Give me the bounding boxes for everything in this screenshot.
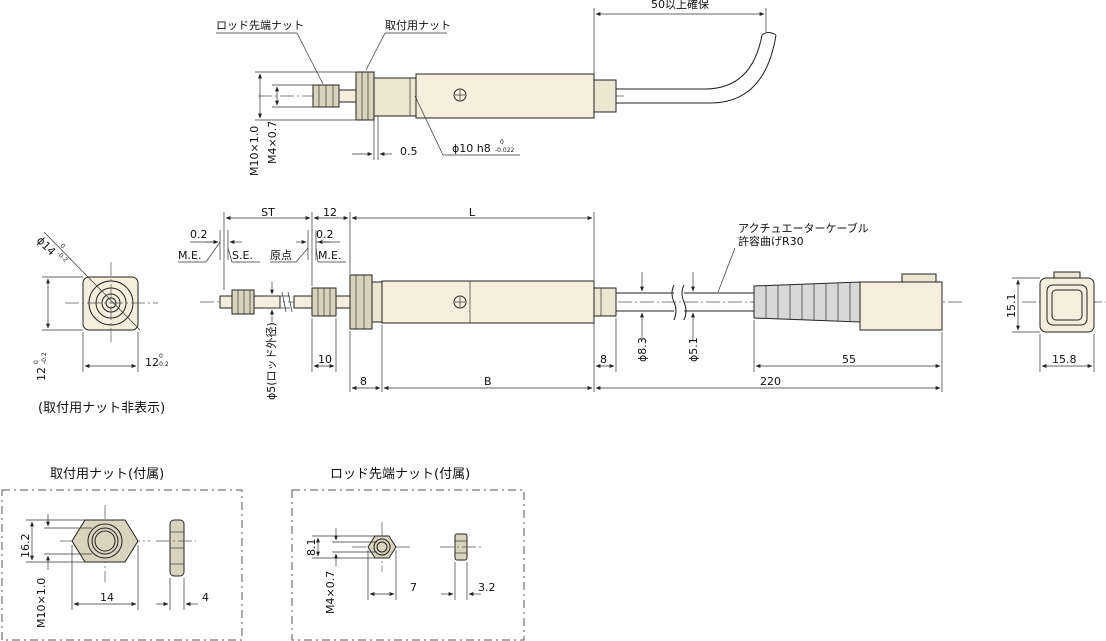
- svg-text:0: 0: [33, 360, 40, 364]
- phi51-label: ϕ5.1: [687, 337, 700, 362]
- connector-latch: [901, 273, 937, 283]
- keep-50-label: 50以上確保: [651, 0, 709, 11]
- top-mount-nut: [355, 71, 375, 121]
- se-label: S.E.: [232, 249, 253, 262]
- cable-note-1: アクチュエーターケーブル: [738, 221, 869, 235]
- dim-12-bottom: 12: [145, 356, 159, 369]
- top-cable-lower: [616, 34, 777, 104]
- strain-relief-ribs: [765, 282, 851, 322]
- phi14-label: ϕ14: [34, 234, 58, 258]
- dim-81: 8.1: [305, 539, 318, 557]
- svg-text:0: 0: [159, 353, 163, 360]
- rod-extended: [253, 295, 281, 309]
- rod-retracted: [293, 295, 313, 309]
- threaded-body: [371, 281, 383, 323]
- left-end-view: ϕ14 0 -0.2 12 0 -0.2 12 0 -0.2 (取付用ナット非表…: [33, 231, 169, 416]
- accessory-mount-nut: 取付用ナット(付属) 16.2 M10×1.0 14 4: [1, 467, 243, 641]
- dim-7: 7: [410, 581, 417, 594]
- top-rod: [338, 89, 357, 103]
- dim-02-a: 0.2: [190, 228, 208, 241]
- phi5-label: ϕ5(ロッド外径): [265, 322, 278, 400]
- mount-nut-frame: [1, 489, 243, 641]
- top-end-cap: [593, 79, 617, 113]
- hidden-note: (取付用ナット非表示): [38, 401, 165, 416]
- dim-151: 15.1: [1005, 294, 1018, 319]
- dim-4: 4: [202, 591, 209, 604]
- top-threaded-body: [373, 77, 417, 117]
- mount-nut-hex: [71, 519, 139, 563]
- phi10-tol-top: 0: [500, 139, 504, 146]
- rod-nut-hex: [367, 535, 397, 559]
- cable-break-left: [671, 284, 677, 321]
- accessory-rod-tip-nut: ロッド先端ナット(付属) 8.1 M4×0.7 7 3.2: [291, 467, 525, 641]
- b-label: B: [484, 375, 492, 388]
- dim-8-left: 8: [360, 375, 367, 388]
- dim-8-right: 8: [600, 353, 607, 366]
- rod-tip: [219, 295, 233, 309]
- dim-32: 3.2: [478, 581, 496, 594]
- phi10-label: ϕ10 h8: [452, 142, 491, 155]
- dim-158: 15.8: [1052, 353, 1077, 366]
- strain-relief: [753, 281, 861, 323]
- rod-nut-frame: [291, 489, 525, 641]
- connector-end-inner: [1046, 284, 1088, 326]
- rod-tip-nut-label: ロッド先端ナット: [216, 19, 304, 32]
- dim-12-left: 12: [35, 367, 48, 381]
- m4-nut-label: M4×0.7: [324, 571, 337, 614]
- svg-text:-0.2: -0.2: [56, 250, 69, 263]
- me-right-label: M.E.: [318, 249, 341, 262]
- dim-14: 14: [100, 591, 114, 604]
- dim-02-b: 0.2: [316, 228, 334, 241]
- top-screw-icon: [453, 88, 467, 102]
- m10-nut-label: M10×1.0: [35, 578, 48, 628]
- top-cable-end: [761, 32, 777, 36]
- body-screw-icon: [453, 295, 467, 309]
- end-cap: [593, 287, 617, 317]
- rod-tip-nut-extended: [231, 289, 255, 315]
- st-label: ST: [261, 206, 275, 219]
- cable-break-right: [681, 284, 687, 321]
- svg-text:-0.2: -0.2: [157, 361, 169, 368]
- main-side-view: ST 12 L 0.2 0.2 M.E. S.E. 原点 M.E.: [178, 206, 965, 400]
- main-body: [381, 280, 595, 324]
- m4-label: M4×0.7: [266, 121, 279, 164]
- rod-shaft: [335, 295, 351, 309]
- left-end-body: [82, 276, 139, 331]
- right-end-view: 15.1 15.8: [1005, 271, 1106, 372]
- dim-55: 55: [842, 353, 856, 366]
- me-left-label: M.E.: [178, 249, 201, 262]
- l-label: L: [469, 206, 476, 219]
- mount-nut-label: 取付用ナット: [385, 19, 451, 32]
- dim-05-label: 0.5: [400, 145, 418, 158]
- svg-text:0: 0: [59, 242, 67, 250]
- rod-nut-title: ロッド先端ナット(付属): [330, 467, 470, 482]
- connector-end-outer: [1039, 277, 1095, 333]
- connector-body: [859, 281, 943, 331]
- mount-nut: [349, 274, 373, 330]
- phi83-label: ϕ8.3: [636, 337, 649, 362]
- svg-text:-0.2: -0.2: [41, 352, 48, 364]
- cable-note-2: 許容曲げR30: [738, 234, 804, 248]
- dim-12-top: 12: [323, 206, 337, 219]
- mount-nut-bore-outer: [87, 523, 123, 559]
- dim-162: 16.2: [19, 534, 32, 559]
- top-cable-upper: [616, 34, 763, 90]
- mount-nut-title: 取付用ナット(付属): [50, 467, 164, 482]
- dim-10: 10: [318, 353, 332, 366]
- phi10-tol-bottom: -0.022: [495, 147, 515, 154]
- dim-220: 220: [760, 375, 781, 388]
- m10-label: M10×1.0: [248, 126, 261, 176]
- top-view: 50以上確保 ロッド先端ナット 取付用ナット M10×1.0 M4×0.7 0.…: [216, 0, 777, 176]
- origin-label: 原点: [270, 249, 292, 262]
- top-main-body: [415, 73, 595, 119]
